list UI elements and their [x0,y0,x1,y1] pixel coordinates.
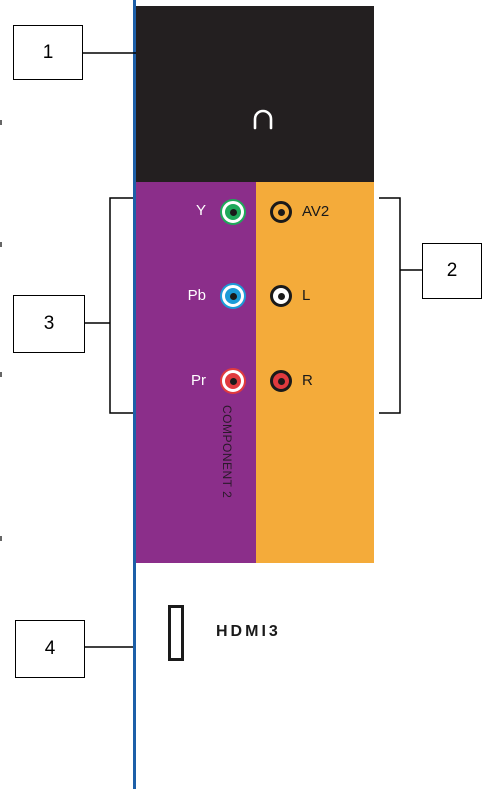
component-pr-label: Pr [191,372,206,389]
edge-mark [0,120,2,125]
component-y-jack[interactable] [222,201,244,223]
av2-video-jack[interactable] [270,201,292,223]
edge-mark [0,242,2,247]
edge-mark [0,372,2,377]
headphone-panel [136,6,374,182]
audio-right-label: R [302,372,313,389]
callout-2: 2 [422,243,482,299]
audio-left-label: L [302,287,311,304]
hdmi3-port[interactable] [168,605,184,661]
component-pb-jack[interactable] [222,285,244,307]
bracket-3 [109,197,133,414]
panel-left-edge [133,0,136,789]
hdmi3-label: HDMI3 [216,623,281,640]
callout-4: 4 [15,620,85,678]
component-group-label: COMPONENT 2 [220,405,234,499]
component-pb-label: Pb [187,287,206,304]
av2-audio-left-jack[interactable] [270,285,292,307]
component-y-label: Y [195,202,206,219]
component-pr-jack[interactable] [222,370,244,392]
hdmi-panel [136,563,374,789]
callout-1: 1 [13,25,83,80]
edge-mark [0,536,2,541]
callout-3: 3 [13,295,85,353]
av2-label: AV2 [302,203,330,220]
av2-audio-right-jack[interactable] [270,370,292,392]
bracket-2 [379,197,401,414]
headphone-icon [253,109,273,130]
